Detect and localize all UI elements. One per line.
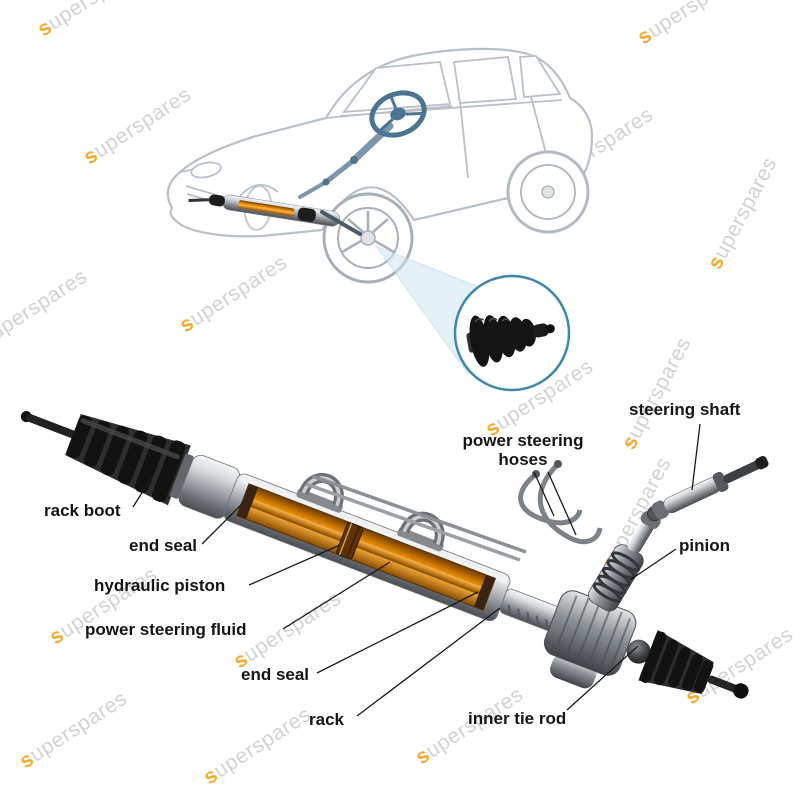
right-rack-boot (638, 630, 714, 695)
rack-assembly (20, 411, 749, 699)
leader-pinion (629, 548, 677, 581)
hydraulic-piston-part (336, 522, 364, 560)
leader-end-seal-left (201, 502, 244, 545)
label-end-seal-left: end seal (129, 536, 198, 555)
leader-hoses-b (547, 471, 577, 536)
hydraulic-cylinder-cutaway (236, 483, 497, 611)
outer-tie-rod-left (20, 411, 77, 439)
end-seal-right-part (473, 574, 496, 611)
callout-rack-boot (466, 315, 555, 367)
leader-hoses-a (533, 471, 555, 517)
leader-lines (132, 423, 701, 717)
steering-shaft-part (588, 456, 769, 612)
inner-tie-rod-ball (626, 639, 651, 664)
end-seal-left-part (236, 483, 259, 520)
label-rack-boot: rack boot (44, 501, 121, 520)
leader-rack-boot (132, 476, 153, 508)
inner-tie-rod-part (707, 675, 749, 699)
upper-steering-shaft (651, 456, 769, 520)
leader-end-seal-right (316, 591, 479, 674)
leader-hydraulic-piston (248, 544, 341, 586)
left-rack-boot (65, 413, 191, 506)
car-steering-system (188, 90, 427, 236)
label-inner-tie-rod: inner tie rod (468, 709, 567, 728)
car-mini-rack (188, 194, 340, 227)
leader-rack (356, 607, 501, 717)
label-rack: rack (309, 710, 344, 729)
rear-wheel (506, 150, 590, 234)
leader-power-steering-fluid (282, 561, 391, 630)
leader-steering-shaft (691, 423, 701, 491)
car-side-window-rear (519, 55, 562, 98)
power-steering-hoses-part (305, 460, 603, 562)
car-headlight (190, 161, 222, 179)
label-hydraulic-piston: hydraulic piston (94, 576, 226, 595)
car-side-window-front (452, 56, 518, 104)
label-end-seal-right: end seal (241, 665, 310, 684)
label-power-steering-hoses: power steering hoses (462, 431, 584, 470)
label-steering-shaft: steering shaft (629, 400, 741, 419)
label-power-steering-fluid: power steering fluid (85, 620, 247, 639)
steering-wheel (369, 90, 427, 138)
label-pinion: pinion (679, 536, 730, 555)
leader-inner-tie-rod (566, 645, 639, 711)
boot-clamp (169, 453, 194, 499)
